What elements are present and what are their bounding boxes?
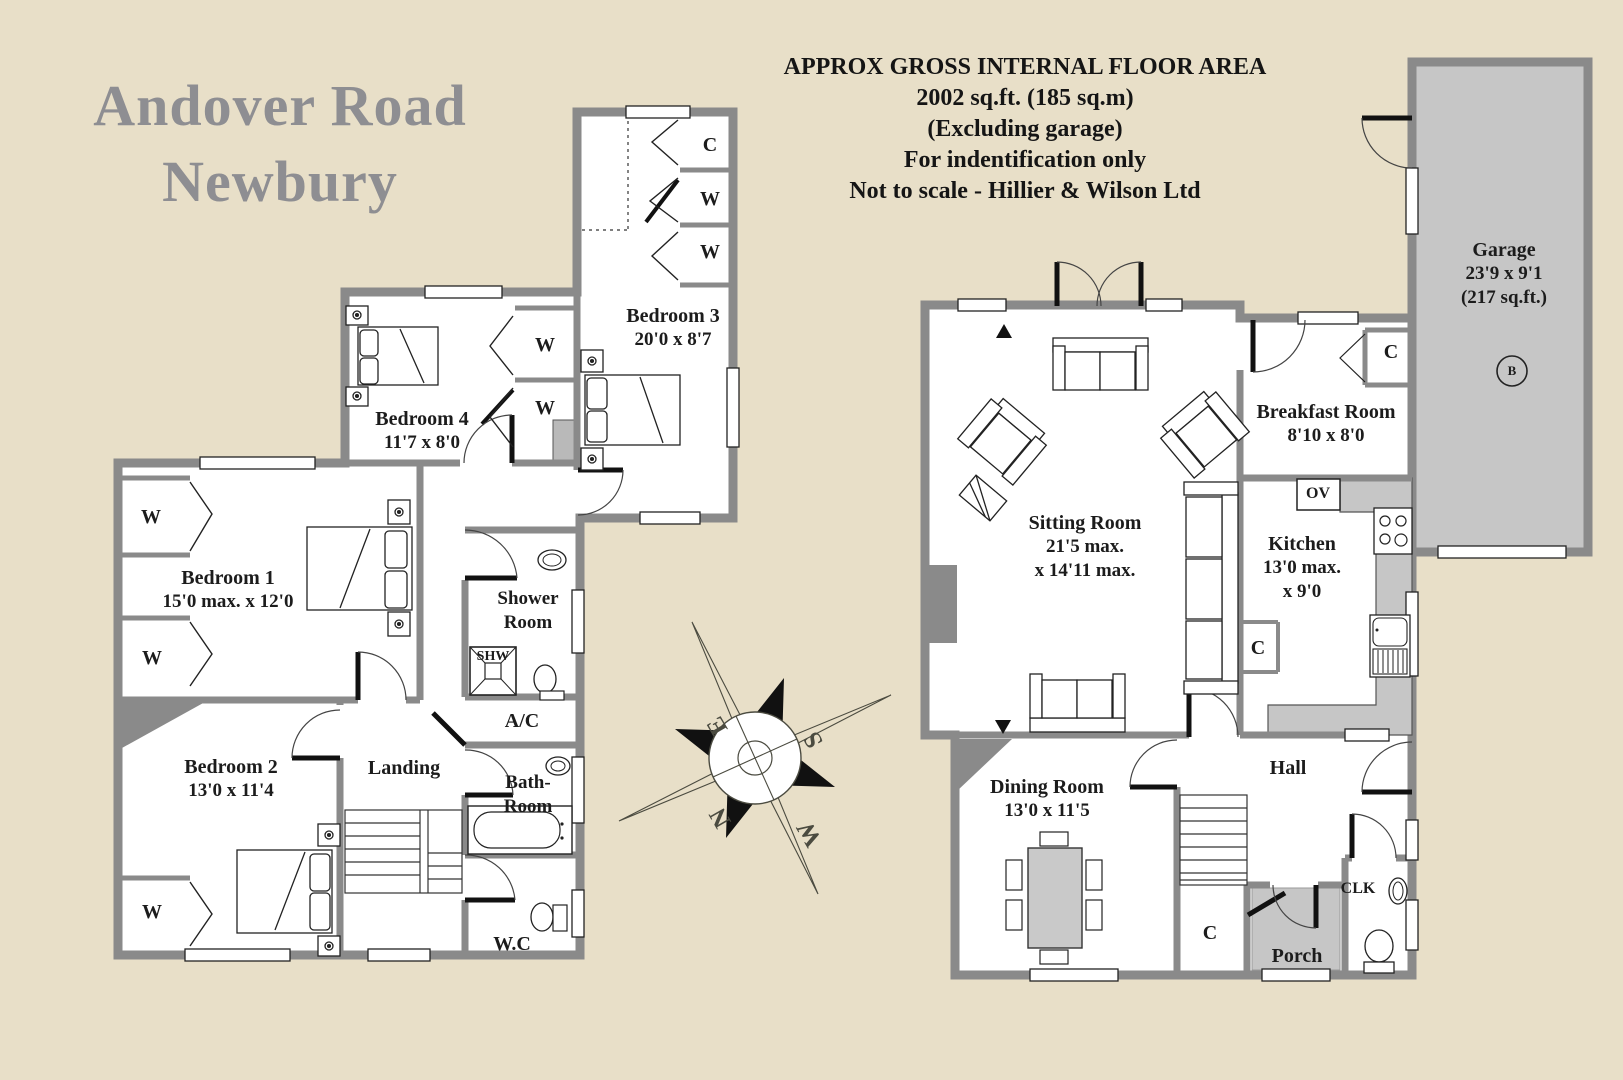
first-floor-plan <box>113 105 740 962</box>
wardrobe-label: W <box>535 397 555 419</box>
garage-door-arc <box>1361 117 1413 169</box>
landing-label: Landing <box>367 757 441 779</box>
ac-label: A/C <box>504 710 540 732</box>
garage-window <box>1437 545 1567 559</box>
garage-side-window <box>1405 167 1419 235</box>
ground-floor-plan <box>920 261 1419 982</box>
hall-label: Hall <box>1269 757 1307 779</box>
landing-stairs <box>344 809 463 894</box>
dining-chairs <box>1005 831 1103 965</box>
compass-rose: E S N W <box>618 621 892 895</box>
clk-toilet-icon <box>1363 929 1395 974</box>
porch-floor <box>1251 887 1341 971</box>
first-interior-walls <box>118 167 733 955</box>
boiler-icon <box>1496 355 1528 387</box>
dining-room-label: Dining Room 13'0 x 11'5 <box>990 776 1104 821</box>
boiler-label: B <box>1507 363 1517 378</box>
shower-toilet-icon <box>533 664 565 701</box>
corner-table <box>958 474 1008 522</box>
armchair-right <box>1159 390 1251 479</box>
breakfast-room-label: Breakfast Room 8'10 x 8'0 <box>1256 401 1396 446</box>
oven-label: OV <box>1306 485 1330 502</box>
header-line5: Not to scale - Hillier & Wilson Ltd <box>849 178 1201 204</box>
bed-bedroom4 <box>345 305 439 407</box>
wet-room-fixtures <box>467 549 573 932</box>
title-line1: Andover Road <box>93 73 467 138</box>
cupboard-label: C <box>702 134 718 156</box>
cupboard-label: C <box>1383 341 1399 363</box>
cloakroom-fixtures <box>1363 877 1408 974</box>
compass-long-points <box>618 621 892 895</box>
measure-marker-down <box>995 720 1011 734</box>
bedroom-furniture <box>236 305 681 957</box>
bedroom3-label: Bedroom 3 20'0 x 8'7 <box>626 305 720 350</box>
shower-tray-icon <box>469 646 517 696</box>
hall-stairs <box>1179 794 1248 886</box>
sofa-three-seat <box>1183 481 1239 695</box>
bed-bedroom2 <box>236 823 341 957</box>
bed-bedroom1 <box>306 499 413 637</box>
wardrobe-label: W <box>142 647 162 669</box>
bed-bedroom3 <box>580 349 681 471</box>
kitchen-appliances <box>1296 478 1413 678</box>
dining-chamfer-wall <box>957 739 1012 791</box>
shw-label: SHW <box>476 649 510 664</box>
measure-marker-up <box>996 324 1012 338</box>
kitchen-sink-icon <box>1369 614 1411 678</box>
header-line1: APPROX GROSS INTERNAL FLOOR AREA <box>783 54 1267 80</box>
wardrobe-label: W <box>700 188 720 210</box>
wardrobe-label: W <box>141 506 161 528</box>
kitchen-label: Kitchen 13'0 max. x 9'0 <box>1262 533 1342 602</box>
sofa-two-seat-bottom <box>1029 673 1126 733</box>
sitting-room-furniture <box>956 337 1251 733</box>
header-line2: 2002 sq.ft. (185 sq.m) <box>916 85 1134 111</box>
dining-table <box>1027 847 1083 949</box>
page-title: Andover Road Newbury <box>30 68 530 220</box>
bathtub-icon <box>467 805 573 855</box>
shower-sink-icon <box>537 549 567 571</box>
wc-label: W.C <box>493 933 531 955</box>
shower-room-label: Shower Room <box>497 588 559 633</box>
cupboard-label: C <box>1202 922 1218 944</box>
sofa-two-seat-top <box>1052 337 1149 391</box>
oven-icon <box>1296 478 1341 511</box>
sitting-room-label: Sitting Room 21'5 max. x 14'11 max. <box>1028 512 1142 581</box>
bedroom2-label: Bedroom 2 13'0 x 11'4 <box>184 756 278 801</box>
hob-icon <box>1373 507 1413 555</box>
bedroom1-label: Bedroom 1 15'0 max. x 12'0 <box>162 567 294 612</box>
wardrobe-label: W <box>142 901 162 923</box>
clk-label: CLK <box>1340 880 1376 897</box>
bath-sink-icon <box>545 756 571 776</box>
bedroom2-chamfer-wall <box>122 702 205 748</box>
garage-label: Garage 23'9 x 9'1 (217 sq.ft.) <box>1460 239 1548 308</box>
title-line2: Newbury <box>162 149 398 214</box>
wc-toilet-icon <box>530 902 568 932</box>
cupboard-label: C <box>1250 637 1266 659</box>
armchair-left <box>956 397 1048 486</box>
floor-area-header: APPROX GROSS INTERNAL FLOOR AREA 2002 sq… <box>755 52 1295 207</box>
bathroom-label: Bath- Room <box>503 772 553 817</box>
wardrobe-label: W <box>535 334 555 356</box>
chimney-pier <box>929 565 957 643</box>
header-line4: For indentification only <box>903 147 1147 173</box>
first-windows <box>184 105 740 962</box>
wardrobe-label: W <box>700 241 720 263</box>
bedroom4-label: Bedroom 4 11'7 x 8'0 <box>375 408 469 453</box>
chimney-block <box>552 419 578 466</box>
ground-doors <box>995 261 1413 929</box>
clk-sink-icon <box>1388 877 1408 905</box>
dashed-lines <box>582 114 629 231</box>
ground-windows <box>957 298 1419 982</box>
porch-label: Porch <box>1271 945 1323 967</box>
dining-furniture <box>1005 831 1103 965</box>
header-line3: (Excluding garage) <box>927 116 1123 142</box>
